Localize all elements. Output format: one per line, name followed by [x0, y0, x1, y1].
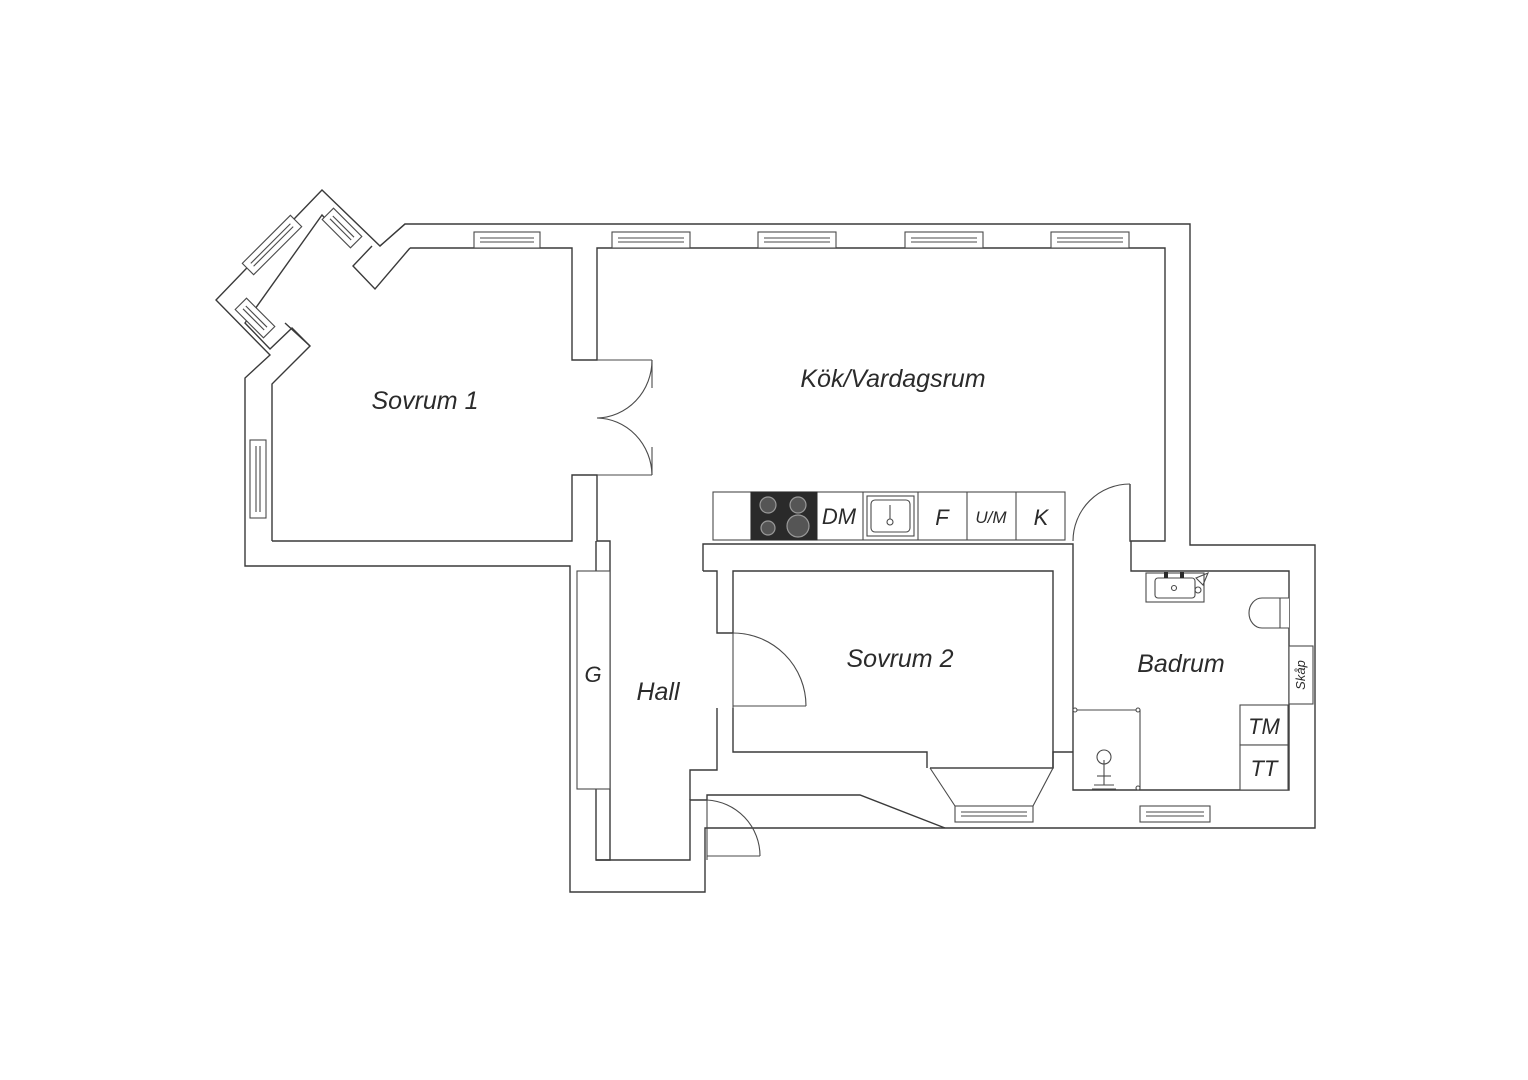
fixture-label-freezer: K: [1034, 505, 1050, 530]
washing-machine-box: [1239, 704, 1289, 746]
window: [904, 231, 984, 249]
labels: Sovrum 1 Kök/Vardagsrum Sovrum 2 Hall Ba…: [372, 365, 1308, 781]
window: [757, 231, 837, 249]
dryer-box: [1239, 744, 1289, 791]
window: [241, 214, 303, 276]
door: [1072, 483, 1131, 542]
fixture-label-dishwasher: DM: [822, 504, 857, 529]
fixture-label-oven-microwave: U/M: [975, 508, 1007, 527]
fixture-label-fridge: F: [935, 505, 950, 530]
wardrobe-box: [576, 570, 611, 790]
window: [321, 207, 363, 249]
shower-icon: [1072, 707, 1141, 791]
fixture-label-wardrobe: G: [584, 662, 601, 687]
window: [1139, 805, 1211, 823]
door: [732, 632, 807, 708]
room-label-bathroom: Badrum: [1137, 650, 1225, 678]
room-label-hall: Hall: [636, 678, 681, 706]
kitchen-counter: [712, 491, 1066, 541]
window: [611, 231, 691, 249]
room-label-bedroom2: Sovrum 2: [847, 645, 954, 673]
room-label-kitchen-living: Kök/Vardagsrum: [800, 365, 985, 393]
window: [1050, 231, 1130, 249]
windows: [234, 207, 1211, 823]
fixture-label-cabinet: Skåp: [1293, 660, 1308, 690]
entrance-door: [706, 799, 761, 860]
room-label-bedroom1: Sovrum 1: [372, 387, 479, 415]
fixture-label-dryer: TT: [1251, 756, 1279, 781]
sink-icon: [866, 495, 915, 537]
cabinet-box: [1288, 645, 1314, 705]
window: [234, 297, 276, 339]
window: [473, 231, 541, 249]
doors: [596, 359, 1131, 860]
fixture-label-washing-machine: TM: [1248, 714, 1280, 739]
window: [954, 805, 1034, 823]
toilet-icon: [1248, 597, 1289, 629]
bathroom-fixtures: [1072, 571, 1314, 791]
double-door: [596, 359, 653, 476]
window: [249, 439, 267, 519]
washbasin-icon: [1145, 571, 1210, 603]
